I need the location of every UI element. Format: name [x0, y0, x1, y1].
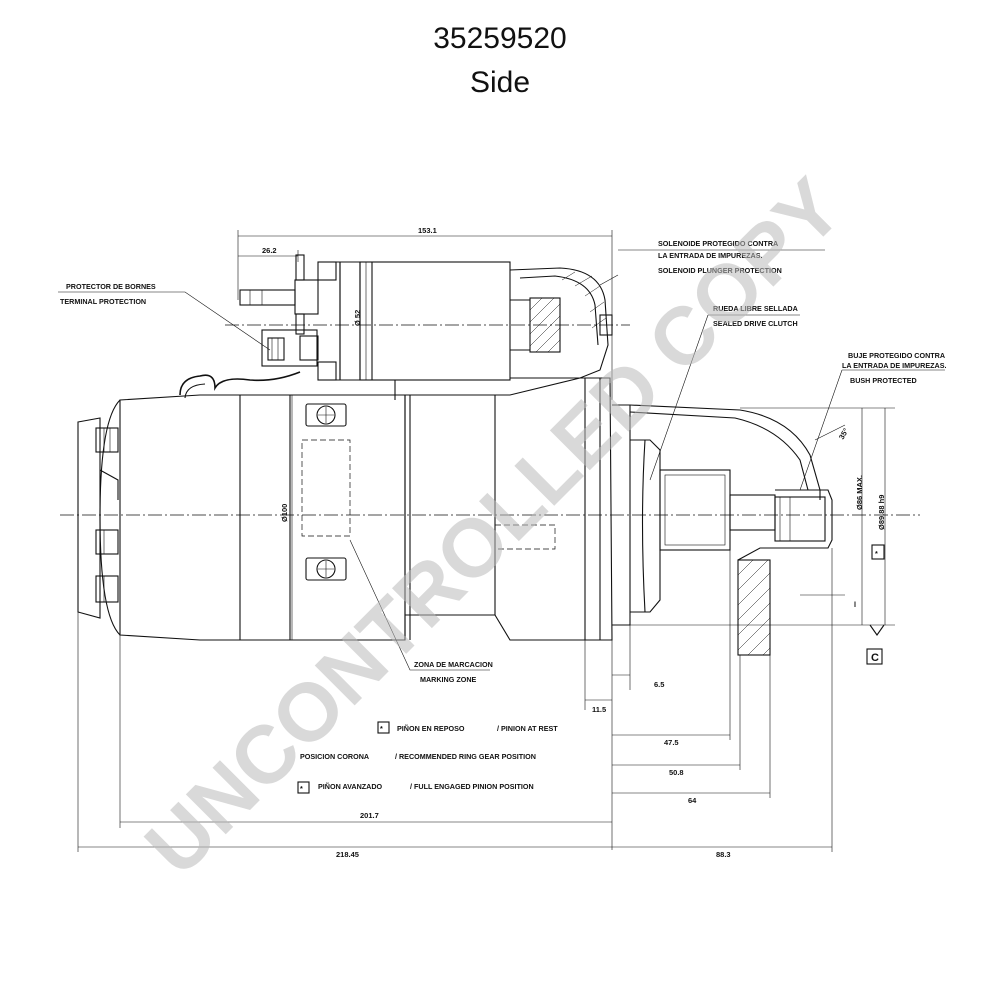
label-ring-en: / RECOMMENDED RING GEAR POSITION — [395, 752, 536, 761]
dim-218-45: 218.45 — [336, 850, 359, 859]
label-marking-en: MARKING ZONE — [420, 675, 477, 684]
dim-flange-dia: Ø89.88 h9 — [877, 495, 886, 530]
solenoid — [239, 254, 613, 400]
star-pinion-rest: * — [380, 724, 383, 733]
label-terminal-es: PROTECTOR DE BORNES — [66, 282, 156, 291]
motor-body — [77, 371, 833, 656]
label-ring-es: POSICION CORONA — [300, 752, 369, 761]
label-solenoid-es-2: LA ENTRADA DE IMPUREZAS. — [658, 251, 763, 260]
label-solenoid-en: SOLENOID PLUNGER PROTECTION — [658, 266, 782, 275]
label-bush-es-1: BUJE PROTEGIDO CONTRA — [848, 351, 945, 360]
datum-c: C — [871, 652, 879, 664]
mark-l: l — [854, 600, 856, 609]
label-solenoid-es-1: SOLENOIDE PROTEGIDO CONTRA — [658, 239, 778, 248]
label-marking-es: ZONA DE MARCACION — [414, 660, 493, 669]
dim-angle: 35° — [837, 427, 850, 441]
dim-body-dia: Ø100 — [280, 504, 289, 522]
dim-201-7: 201.7 — [360, 811, 379, 820]
dim-47-5: 47.5 — [664, 738, 679, 747]
label-pinion-rest-en: / PINION AT REST — [497, 724, 558, 733]
label-bush-es-2: LA ENTRADA DE IMPUREZAS. — [842, 361, 947, 370]
label-terminal-en: TERMINAL PROTECTION — [60, 297, 146, 306]
dim-6-5: 6.5 — [654, 680, 664, 689]
bolt-icon — [305, 403, 347, 427]
dim-pinion-od: Ø86 MAX. — [855, 475, 864, 510]
dim-overall-top: 153.1 — [418, 226, 437, 235]
label-pinion-adv-en: / FULL ENGAGED PINION POSITION — [410, 782, 534, 791]
star-mark: * — [875, 549, 878, 558]
dim-50-8: 50.8 — [669, 768, 684, 777]
label-clutch-en: SEALED DRIVE CLUTCH — [713, 319, 798, 328]
dim-88-3: 88.3 — [716, 850, 731, 859]
view-subtitle: Side — [469, 66, 531, 99]
label-pinion-adv-es: PIÑON AVANZADO — [318, 782, 383, 791]
label-pinion-rest-es: PIÑON EN REPOSO — [397, 724, 465, 733]
dim-solenoid-dia: Ø 52 — [353, 310, 362, 326]
dim-64: 64 — [688, 796, 697, 805]
bolt-icon — [305, 557, 347, 581]
label-clutch-es: RUEDA LIBRE SELLADA — [713, 304, 798, 313]
part-number-title: 35259520 — [433, 22, 567, 55]
label-bush-en: BUSH PROTECTED — [850, 376, 917, 385]
dimension-lines — [58, 230, 945, 852]
dim-11-5: 11.5 — [592, 705, 606, 714]
star-pinion-adv: * — [300, 784, 303, 793]
dim-terminal: 26.2 — [262, 246, 277, 255]
